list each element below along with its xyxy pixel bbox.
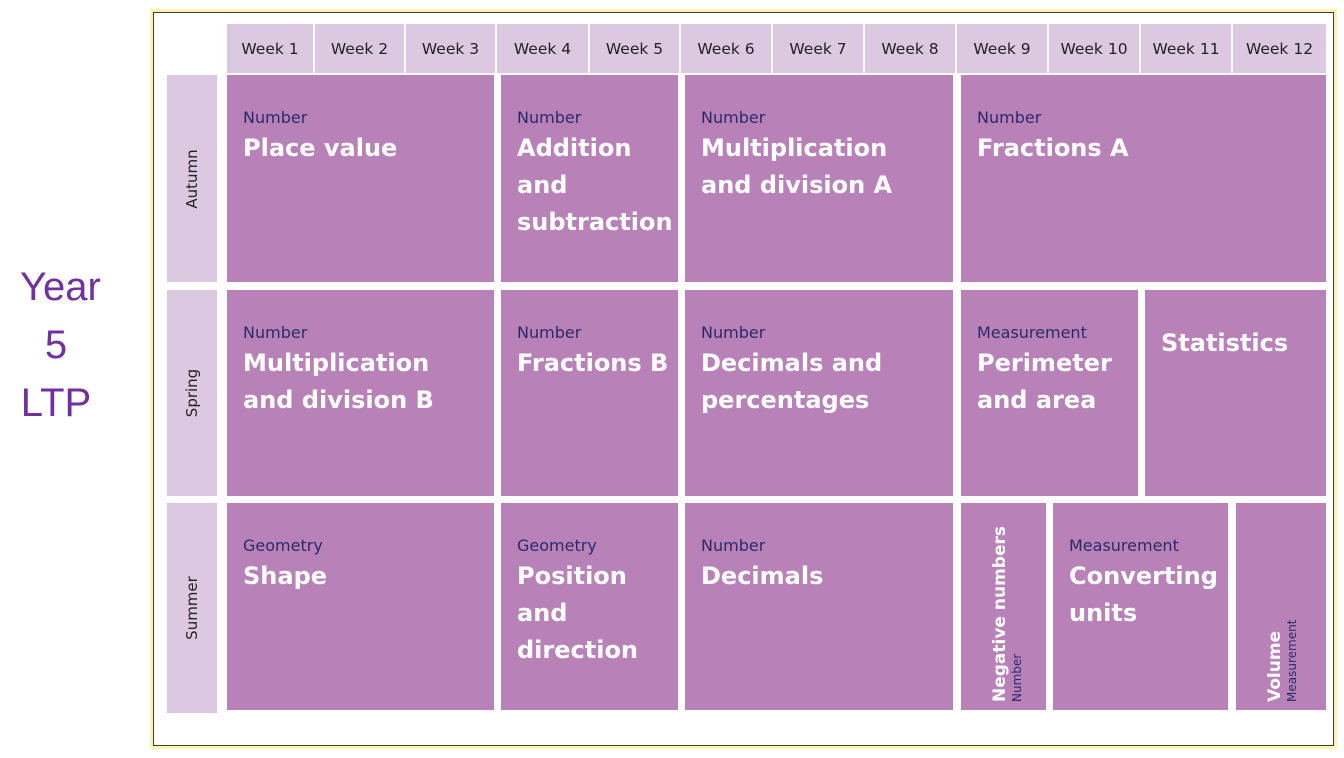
week-header: Week 8 bbox=[865, 24, 957, 73]
term-label-autumn: Autumn bbox=[167, 75, 217, 282]
week-header: Week 4 bbox=[497, 24, 590, 73]
week-header: Week 9 bbox=[957, 24, 1049, 73]
unit-topic: Decimals bbox=[701, 562, 824, 590]
unit-topic: Place value bbox=[243, 134, 398, 162]
unit-block: Number Place value bbox=[227, 75, 494, 282]
week-header: Week 5 bbox=[590, 24, 681, 73]
unit-category: Geometry bbox=[243, 536, 323, 555]
term-label-text: Summer bbox=[183, 576, 201, 640]
unit-block: Number Decimals bbox=[685, 503, 953, 710]
unit-category: Measurement bbox=[1285, 619, 1299, 702]
unit-topic: Fractions A bbox=[977, 134, 1129, 162]
unit-category: Number bbox=[517, 323, 582, 342]
term-label-spring: Spring bbox=[167, 290, 217, 496]
page-title: Year 5 LTP bbox=[20, 258, 101, 432]
unit-topic: Volume bbox=[1265, 630, 1285, 702]
term-label-summer: Summer bbox=[167, 503, 217, 713]
unit-category: Number bbox=[517, 108, 582, 127]
unit-category: Measurement bbox=[1069, 536, 1179, 555]
unit-block: Statistics bbox=[1145, 290, 1326, 496]
unit-category: Geometry bbox=[517, 536, 597, 555]
week-header: Week 7 bbox=[773, 24, 865, 73]
unit-block: Number Fractions B bbox=[501, 290, 678, 496]
unit-block: Geometry Shape bbox=[227, 503, 494, 710]
unit-topic: Fractions B bbox=[517, 349, 669, 377]
week-header: Week 1 bbox=[227, 24, 315, 73]
title-line-2: 5 bbox=[44, 323, 68, 367]
week-header: Week 6 bbox=[681, 24, 773, 73]
unit-category: Number bbox=[701, 323, 766, 342]
week-header: Week 10 bbox=[1049, 24, 1141, 73]
unit-category: Measurement bbox=[977, 323, 1087, 342]
unit-block: Number Fractions A bbox=[961, 75, 1326, 282]
title-line-3: LTP bbox=[20, 381, 92, 425]
week-header: Week 11 bbox=[1141, 24, 1233, 73]
unit-category: Number bbox=[1009, 653, 1024, 702]
week-header: Week 2 bbox=[315, 24, 406, 73]
unit-category: Number bbox=[701, 108, 766, 127]
unit-topic: Shape bbox=[243, 562, 328, 590]
unit-topic: Negative numbers bbox=[989, 525, 1010, 702]
unit-category: Number bbox=[977, 108, 1042, 127]
unit-topic: Statistics bbox=[1161, 329, 1289, 357]
week-header: Week 3 bbox=[406, 24, 497, 73]
term-label-text: Autumn bbox=[183, 148, 201, 209]
title-line-1: Year bbox=[20, 265, 101, 309]
unit-category: Number bbox=[701, 536, 766, 555]
unit-category: Number bbox=[243, 323, 308, 342]
term-label-text: Spring bbox=[183, 368, 201, 418]
week-header: Week 12 bbox=[1233, 24, 1326, 73]
unit-category: Number bbox=[243, 108, 308, 127]
